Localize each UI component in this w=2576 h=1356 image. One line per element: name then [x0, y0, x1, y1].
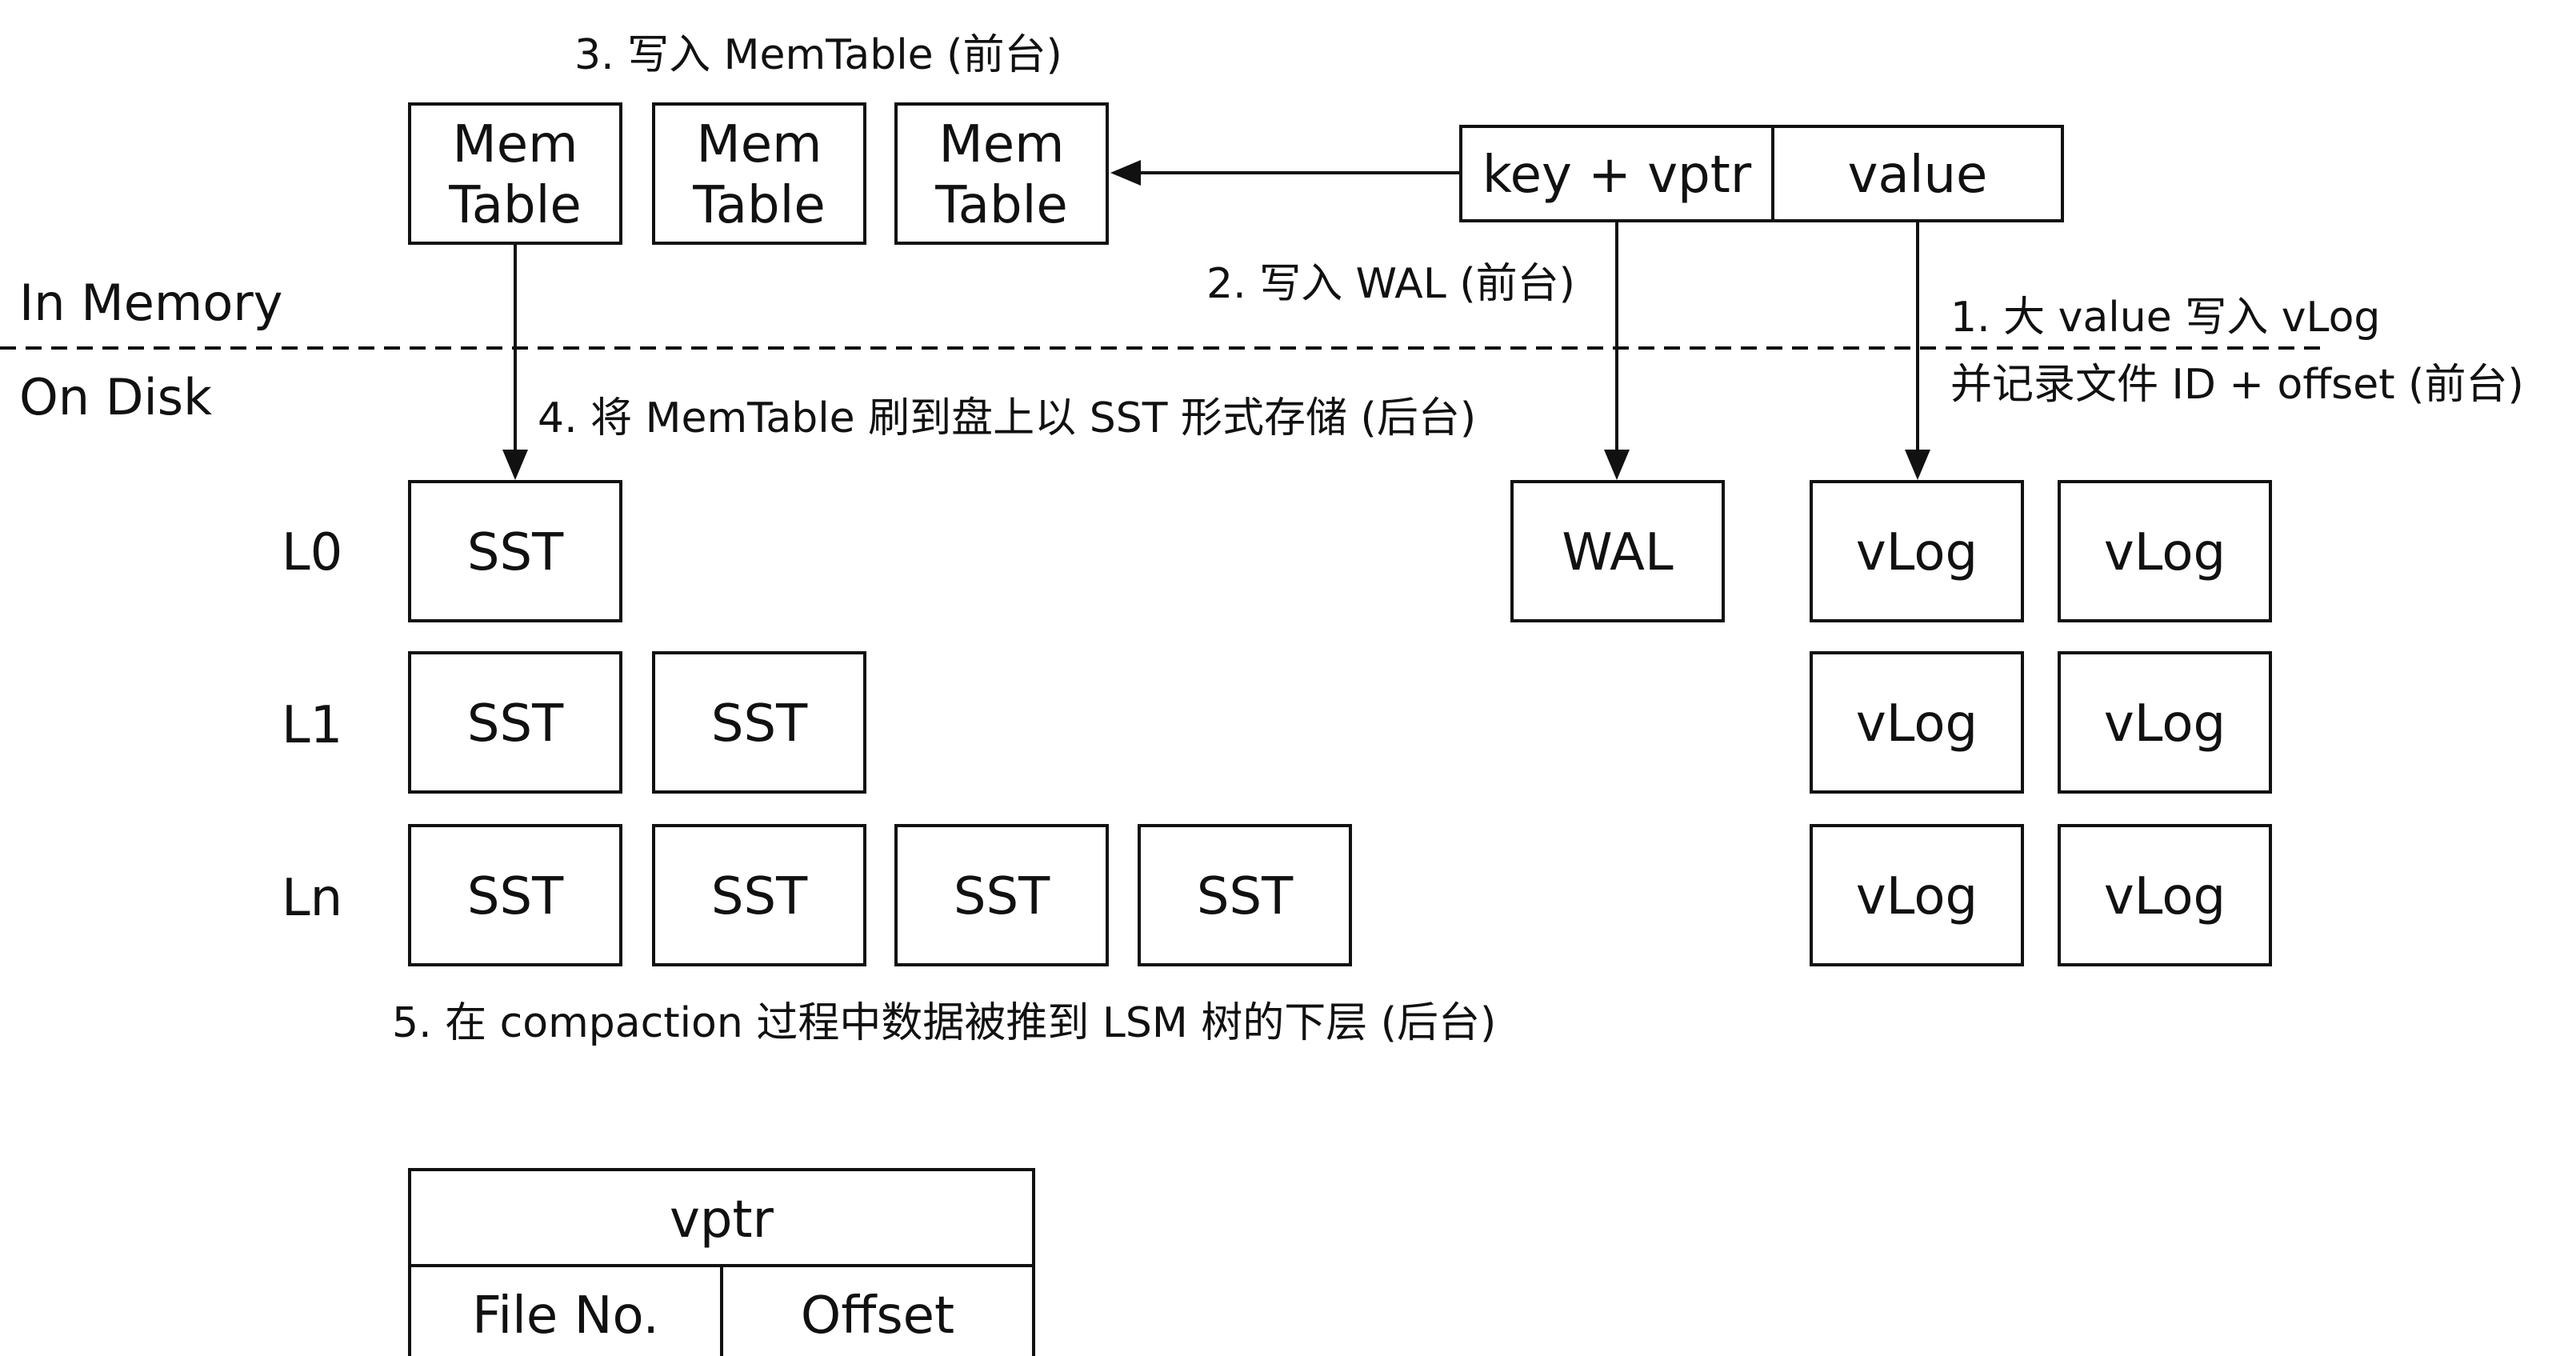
level-l0-label: L0 [282, 523, 342, 582]
vlog-4-text: vLog [2104, 694, 2226, 754]
vlog-3: vLog [1810, 651, 2024, 794]
memtable-3-line1: Mem [939, 115, 1065, 174]
memtable-1-line2: Table [448, 176, 582, 235]
sst-l0-1-text: SST [467, 523, 564, 582]
vptr-offset-cell [720, 1264, 1035, 1356]
sst-l0-1: SST [408, 480, 622, 622]
step1-label-line2: 并记录文件 ID + offset (前台) [1950, 361, 2524, 409]
memtable-3-line2: Table [934, 176, 1068, 235]
vptr-title: vptr [670, 1190, 774, 1250]
value-text: value [1848, 146, 1988, 205]
kv-entry: key + vptr value [1459, 125, 2064, 222]
sst-ln-2: SST [652, 824, 866, 966]
vptr-file-no: File No. [472, 1286, 659, 1346]
sst-ln-1-text: SST [467, 867, 564, 926]
sst-ln-3-text: SST [954, 867, 1050, 926]
key-vptr-text: key + vptr [1482, 146, 1752, 205]
vptr-offset: Offset [801, 1286, 954, 1346]
arrow-to-memtable [1110, 160, 1461, 186]
memtable-3: Mem Table [894, 102, 1109, 245]
memtable-1: Mem Table [408, 102, 622, 245]
arrow-to-vlog [1905, 221, 1930, 480]
step1-label-line1: 1. 大 value 写入 vLog [1950, 294, 2380, 342]
step5-label: 5. 在 compaction 过程中数据被推到 LSM 树的下层 (后台) [392, 999, 1496, 1047]
memtable-2-line2: Table [692, 176, 826, 235]
memtable-2-line1: Mem [697, 115, 822, 174]
vlog-3-text: vLog [1856, 694, 1978, 754]
vlog-5: vLog [1810, 824, 2024, 966]
vptr-file-no-cell [408, 1264, 723, 1356]
sst-ln-4-text: SST [1197, 867, 1294, 926]
step2-label: 2. 写入 WAL (前台) [1206, 260, 1575, 308]
sst-l1-1-text: SST [467, 694, 564, 754]
sst-l1-2-text: SST [711, 694, 808, 754]
vlog-1-text: vLog [1856, 523, 1978, 582]
sst-l1-2: SST [652, 651, 866, 794]
arrow-to-wal [1604, 221, 1630, 480]
sst-ln-2-text: SST [711, 867, 808, 926]
arrow-to-sst [502, 243, 528, 480]
vlog-5-text: vLog [1856, 867, 1978, 926]
vlog-6: vLog [2058, 824, 2272, 966]
sst-ln-1: SST [408, 824, 622, 966]
vptr-header-cell [408, 1168, 1035, 1267]
vlog-2-text: vLog [2104, 523, 2226, 582]
step4-label: 4. 将 MemTable 刷到盘上以 SST 形式存储 (后台) [538, 394, 1476, 442]
sst-ln-4: SST [1138, 824, 1352, 966]
level-ln-label: Ln [282, 869, 342, 928]
memtable-2: Mem Table [652, 102, 866, 245]
on-disk-label: On Disk [19, 368, 212, 426]
vlog-2: vLog [2058, 480, 2272, 622]
level-l1-label: L1 [282, 696, 342, 755]
vptr-structure: vptr File No. Offset [408, 1168, 1035, 1356]
value-cell [1771, 125, 2064, 222]
vlog-6-text: vLog [2104, 867, 2226, 926]
vlog-1: vLog [1810, 480, 2024, 622]
wal-text: WAL [1562, 523, 1674, 582]
step3-label: 3. 写入 MemTable (前台) [574, 31, 1062, 79]
wal-file: WAL [1510, 480, 1725, 622]
memtable-1-line1: Mem [453, 115, 578, 174]
sst-l1-1: SST [408, 651, 622, 794]
vlog-4: vLog [2058, 651, 2272, 794]
sst-ln-3: SST [894, 824, 1109, 966]
in-memory-label: In Memory [19, 274, 282, 332]
